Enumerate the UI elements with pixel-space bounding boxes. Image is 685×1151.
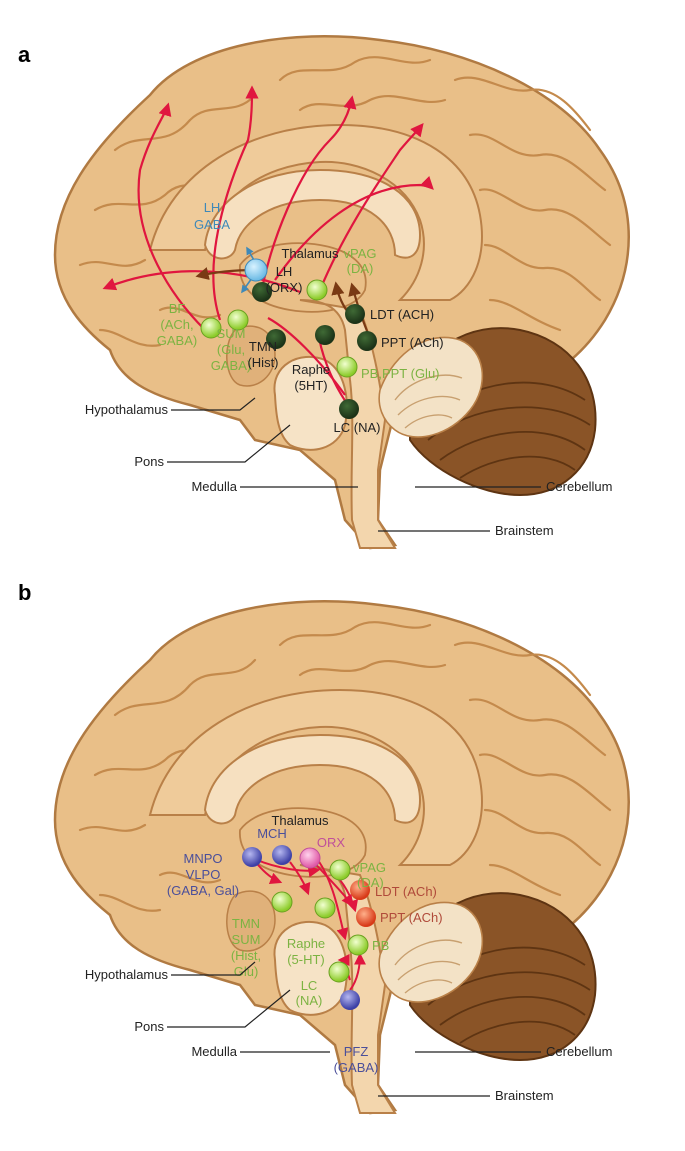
lh-orx-node (252, 282, 272, 302)
hypothalamus-label-a: Hypothalamus (85, 402, 169, 417)
pfz-label-2: (GABA) (334, 1060, 379, 1075)
medulla-label-a: Medulla (191, 479, 237, 494)
panel-a-brain-illustration (53, 35, 630, 550)
vpag-node-b (329, 859, 351, 881)
glu-label-b: Glu) (234, 964, 259, 979)
bf-label-2: (ACh, (160, 317, 193, 332)
pb-dark-node (315, 325, 335, 345)
brainstem-label-a: Brainstem (495, 523, 554, 538)
ldt-node-b (350, 880, 370, 900)
mch-node (272, 845, 292, 865)
ppt-node-b (356, 907, 376, 927)
lh-gaba-label-2: GABA (194, 217, 230, 232)
pfz-node (340, 990, 360, 1010)
vpag-label-b-1: vPAG (353, 860, 386, 875)
panel-b-brain-illustration (53, 600, 630, 1115)
pb-label-b: PB (372, 938, 389, 953)
panel-b: b Thalamus MCH ORX MNPO VLPO (GA (18, 580, 630, 1115)
vpag-label-b-2: (DA) (357, 875, 384, 890)
vpag-node (306, 279, 328, 301)
pb-node-b (347, 934, 369, 956)
medulla-label-b: Medulla (191, 1044, 237, 1059)
lh-orx-label-2: (ORX) (266, 280, 303, 295)
mnpo-label: MNPO (184, 851, 223, 866)
lc-label-b-2: (NA) (296, 993, 323, 1008)
bf-label-1: BF (169, 301, 186, 316)
tmn-label-a-1: TMN (249, 339, 277, 354)
brainstem-label-b: Brainstem (495, 1088, 554, 1103)
lc-node-b (328, 961, 350, 983)
raphe-label-a-2: (5HT) (294, 378, 327, 393)
pfz-label-1: PFZ (344, 1044, 369, 1059)
vlpo-label: VLPO (186, 867, 221, 882)
raphe-node-b (314, 897, 336, 919)
raphe-label-b-1: Raphe (287, 936, 325, 951)
cerebellum-label-a: Cerebellum (546, 479, 612, 494)
mnpo-vlpo-node (242, 847, 262, 867)
lc-label-b-1: LC (301, 978, 318, 993)
panel-a-letter: a (18, 42, 31, 67)
raphe-label-a-1: Raphe (292, 362, 330, 377)
vpag-label-a-2: (DA) (347, 261, 374, 276)
tmn-sum-node (271, 891, 293, 913)
panel-b-red-arrows (251, 857, 366, 991)
sum-label-a-3: GABA) (211, 358, 251, 373)
gaba-gal-label: (GABA, Gal) (167, 883, 239, 898)
orx-label: ORX (317, 835, 346, 850)
ppt-label-a: PPT (ACh) (381, 335, 444, 350)
panel-a: a (18, 35, 630, 550)
sum-label-b: SUM (232, 932, 261, 947)
thalamus-label-a: Thalamus (281, 246, 339, 261)
pb-ppt-node (336, 356, 358, 378)
ppt-label-b: PPT (ACh) (380, 910, 443, 925)
lc-label-a: LC (NA) (334, 420, 381, 435)
panel-b-letter: b (18, 580, 31, 605)
hist-label-b: (Hist, (231, 948, 261, 963)
sum-label-a-2: (Glu, (217, 342, 245, 357)
cerebellum-label-b: Cerebellum (546, 1044, 612, 1059)
sum-node (227, 309, 249, 331)
sum-label-a-1: SUM (217, 326, 246, 341)
mch-label: MCH (257, 826, 287, 841)
pb-ppt-label: PB,PPT (Glu) (361, 366, 440, 381)
vpag-label-a-1: vPAG (344, 246, 377, 261)
orx-node (299, 847, 321, 869)
ldt-node (345, 304, 365, 324)
lh-gaba-node (244, 258, 268, 282)
ldt-label-b: LDT (ACh) (375, 884, 437, 899)
tmn-node (266, 329, 286, 349)
tmn-label-a-2: (Hist) (247, 355, 278, 370)
bf-label-3: GABA) (157, 333, 197, 348)
pons-label-b: Pons (134, 1019, 164, 1034)
tmn-label-b: TMN (232, 916, 260, 931)
bf-node (200, 317, 222, 339)
hypothalamus-label-b: Hypothalamus (85, 967, 169, 982)
lh-orx-label-1: LH (276, 264, 293, 279)
thalamus-label-b: Thalamus (271, 813, 329, 828)
pons-label-a: Pons (134, 454, 164, 469)
ldt-label-a: LDT (ACH) (370, 307, 434, 322)
lc-node (339, 399, 359, 419)
panel-a-red-projections (102, 85, 434, 409)
lh-gaba-label-1: LH (204, 200, 221, 215)
raphe-label-b-2: (5-HT) (287, 952, 325, 967)
ppt-node (357, 331, 377, 351)
